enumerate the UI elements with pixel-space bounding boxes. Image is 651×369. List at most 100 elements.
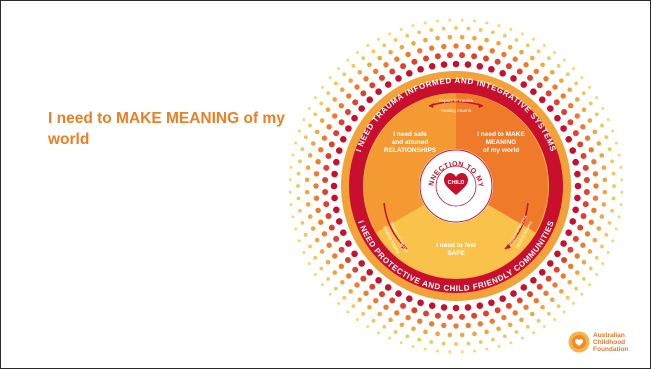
halo-dot (332, 270, 338, 275)
halo-dot (553, 318, 557, 322)
halo-dot (354, 282, 360, 288)
halo-dot (314, 237, 320, 243)
halo-dot (393, 38, 398, 42)
halo-dot (584, 231, 591, 237)
halo-dot (355, 50, 359, 54)
halo-dot (542, 43, 546, 47)
halo-dot (596, 141, 602, 146)
halo-dot (308, 123, 312, 128)
halo-dot (514, 330, 519, 334)
halo-dot (501, 51, 507, 58)
halo-dot (313, 96, 317, 100)
halo-dot (580, 212, 587, 219)
halo-dot (482, 55, 489, 62)
halo-dot (538, 96, 546, 104)
halo-dot (441, 341, 446, 346)
halo-dot (313, 195, 320, 201)
logo-line-1: Australian (593, 331, 625, 339)
halo-dot (307, 214, 313, 219)
halo-dot (478, 340, 483, 344)
halo-dot (482, 310, 489, 317)
halo-dot (547, 260, 554, 267)
halo-dot (520, 336, 524, 340)
halo-dot (361, 311, 366, 316)
halo-dot (429, 340, 434, 344)
halo-dot (399, 322, 405, 328)
halo-dot (561, 108, 568, 115)
halo-dot (471, 312, 478, 319)
halo-dot (382, 324, 387, 329)
halo-dot (360, 275, 367, 282)
halo-dot (512, 56, 518, 62)
halo-dot (611, 196, 616, 201)
segment-label-meaning: I need to MAKE MEANING of my world (477, 131, 525, 154)
halo-dot (298, 208, 302, 213)
halo-dot (569, 147, 577, 154)
halo-dot (560, 93, 566, 99)
halo-dot (550, 297, 555, 303)
halo-dot (477, 45, 484, 51)
halo-dot (441, 43, 447, 50)
halo-dot (601, 202, 607, 207)
halo-dot (459, 313, 466, 320)
halo-dot (384, 81, 392, 88)
halo-dot (307, 153, 313, 158)
halo-dot (580, 76, 584, 80)
halo-dot (405, 33, 410, 38)
halo-dot (595, 96, 599, 100)
svg-text:I need safe: I need safe (393, 131, 427, 138)
halo-dot (325, 107, 331, 113)
halo-dot (325, 153, 332, 160)
halo-dot (485, 347, 489, 351)
halo-dot (580, 124, 586, 130)
halo-dot (326, 124, 332, 130)
halo-dot (620, 178, 623, 182)
halo-dot (351, 114, 358, 122)
halo-dot (376, 331, 380, 335)
halo-dot (319, 266, 324, 271)
halo-dot (527, 291, 534, 298)
halo-dot (333, 235, 340, 242)
halo-dot (574, 97, 580, 102)
halo-dot (512, 310, 518, 316)
halo-dot (602, 189, 608, 195)
halo-dot (338, 103, 345, 109)
halo-dot (472, 35, 477, 41)
halo-dot (395, 75, 402, 82)
halo-dot (289, 178, 292, 182)
halo-dot (358, 105, 365, 112)
halo-dot (429, 28, 434, 32)
halo-dot (411, 344, 415, 348)
halo-dot (552, 84, 558, 90)
halo-dot (476, 63, 484, 70)
halo-dot (388, 336, 392, 340)
segment-label-safe: I need to feel SAFE (436, 242, 476, 257)
halo-dot (588, 147, 594, 153)
halo-dot (330, 182, 338, 190)
halo-dot (595, 272, 599, 276)
halo-dot (560, 273, 566, 279)
halo-dot (355, 318, 359, 322)
halo-dot (305, 202, 311, 207)
halo-dot (417, 65, 424, 73)
halo-dot (338, 263, 345, 269)
halo-dot (369, 82, 376, 89)
halo-dot (384, 284, 392, 291)
halo-dot (602, 177, 608, 183)
halo-dot (348, 78, 353, 83)
halo-dot (318, 219, 324, 225)
halo-dot (600, 123, 604, 128)
halo-dot (574, 113, 580, 119)
halo-dot (459, 34, 465, 40)
halo-dot (588, 85, 592, 89)
halo-dot (553, 99, 560, 106)
halo-dot (371, 49, 376, 54)
halo-dot (313, 272, 317, 276)
halo-dot (335, 147, 343, 154)
halo-dot (545, 275, 552, 282)
halo-dot (300, 147, 305, 152)
halo-dot (592, 237, 598, 243)
heart-logo-icon (568, 331, 590, 353)
halo-dot (321, 231, 328, 237)
svg-text:I need to feel: I need to feel (436, 242, 476, 249)
